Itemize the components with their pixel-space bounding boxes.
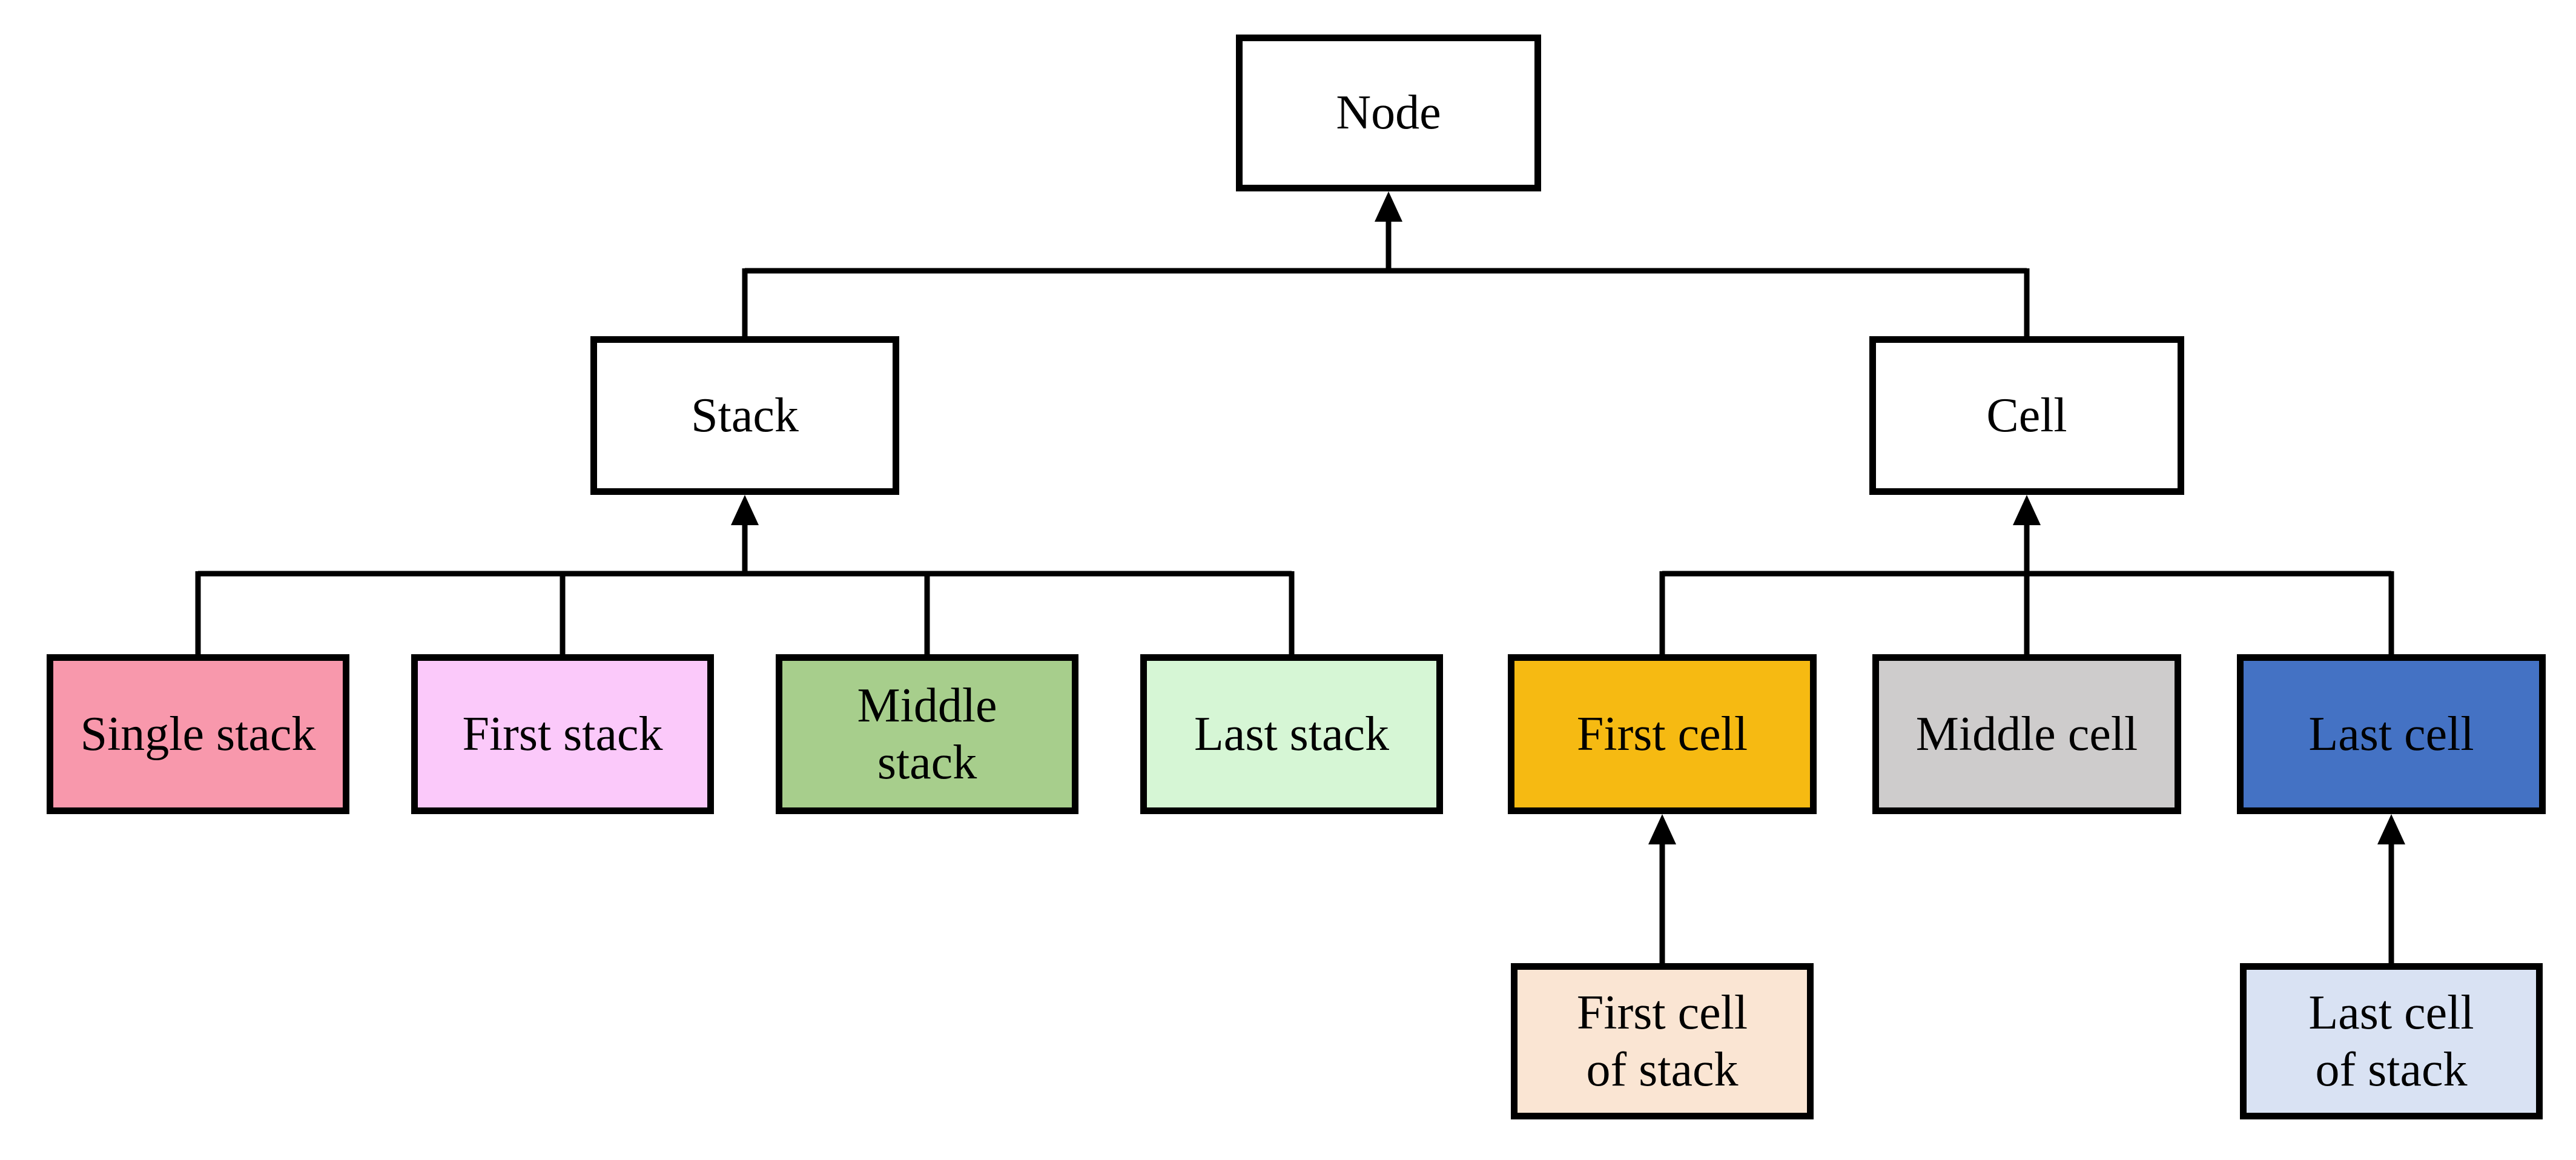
arrowhead-into-first-cell [1648,814,1676,844]
node-box: Node [1236,35,1541,191]
middle-stack-label: Middle stack [857,678,997,789]
last-cell-box: Last cell [2237,654,2546,814]
first-cell-label: First cell [1576,707,1748,761]
arrowhead-into-node [1375,191,1402,222]
last-cell-label: Last cell [2308,707,2474,761]
single-stack-box: Single stack [47,654,349,814]
cell-label: Cell [1986,388,2067,442]
first-cell-of-stack-box: First cell of stack [1511,963,1814,1119]
last-stack-box: Last stack [1140,654,1443,814]
last-cell-of-stack-box: Last cell of stack [2240,963,2543,1119]
middle-cell-box: Middle cell [1872,654,2181,814]
cell-box: Cell [1869,336,2184,495]
stack-box: Stack [590,336,899,495]
stack-label: Stack [691,388,799,442]
first-cell-of-stack-label: First cell of stack [1576,986,1748,1096]
middle-stack-box: Middle stack [776,654,1078,814]
first-stack-box: First stack [411,654,714,814]
middle-cell-label: Middle cell [1915,707,2138,761]
arrowhead-into-last-cell [2377,814,2405,844]
node-label: Node [1336,86,1441,140]
arrowhead-into-cell [2013,495,2041,525]
single-stack-label: Single stack [80,707,316,761]
first-cell-box: First cell [1508,654,1817,814]
first-stack-label: First stack [462,707,663,761]
last-cell-of-stack-label: Last cell of stack [2308,986,2474,1096]
last-stack-label: Last stack [1194,707,1390,761]
arrowhead-into-stack [731,495,759,525]
